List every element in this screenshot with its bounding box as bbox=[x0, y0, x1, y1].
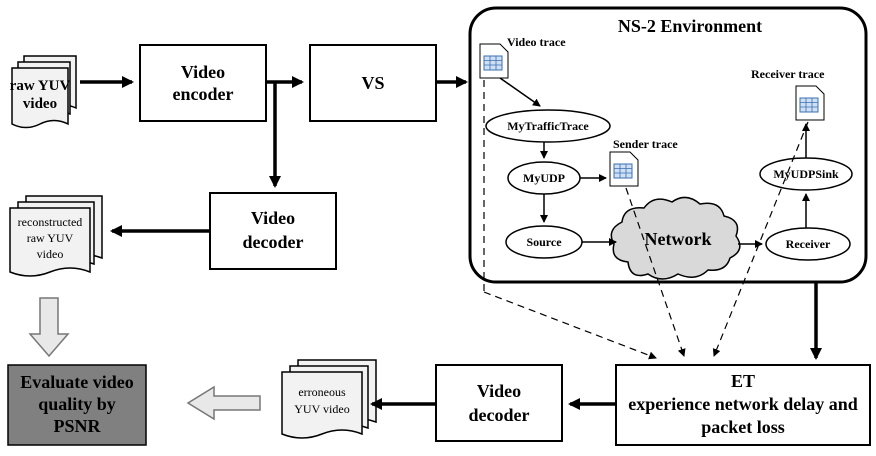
hollow-down-arrow bbox=[28, 297, 70, 358]
video-decoder-bottom-box bbox=[435, 364, 563, 442]
et-line-3: packet loss bbox=[701, 417, 785, 437]
video-trace-icon bbox=[479, 43, 509, 79]
erroneous-yuv-docs: erroneous YUV video bbox=[281, 359, 377, 439]
sender-trace-label: Sender trace bbox=[613, 137, 678, 151]
video-decoder-top-line-1: Video bbox=[251, 208, 295, 228]
ns2-environment-box bbox=[468, 6, 868, 284]
vs-label: VS bbox=[361, 73, 384, 93]
receiver-label: Receiver bbox=[786, 237, 831, 251]
raw-yuv-line-1: raw YUV bbox=[10, 78, 71, 94]
my-udp-sink-label: MyUDPSink bbox=[773, 167, 839, 181]
receiver-trace-label: Receiver trace bbox=[751, 67, 825, 81]
et-line-1: ET bbox=[731, 371, 755, 391]
video-encoder-box bbox=[139, 44, 267, 122]
reconstructed-yuv-docs: reconstructed raw YUV video bbox=[9, 195, 103, 277]
reconstructed-line-3: video bbox=[37, 247, 64, 261]
video-encoder-line-1: Video bbox=[181, 62, 225, 82]
video-decoder-top-box bbox=[209, 192, 337, 270]
et-line-2: experience network delay and bbox=[628, 394, 857, 414]
video-encoder-line-2: encoder bbox=[173, 84, 234, 104]
my-udp-label: MyUDP bbox=[523, 171, 565, 185]
my-traffic-trace-label: MyTrafficTrace bbox=[507, 119, 589, 133]
network-cloud-icon bbox=[610, 196, 741, 280]
reconstructed-line-1: reconstructed bbox=[18, 215, 83, 229]
dashed-connectors bbox=[483, 80, 809, 360]
reconstructed-line-2: raw YUV bbox=[27, 231, 74, 245]
receiver-node bbox=[765, 227, 851, 261]
hollow-left-arrow bbox=[186, 385, 261, 421]
evaluate-line-3: PSNR bbox=[53, 416, 101, 436]
my-traffic-trace-node bbox=[485, 109, 611, 143]
erroneous-line-1: erroneous bbox=[298, 385, 346, 399]
video-decoder-bottom-line-1: Video bbox=[477, 381, 521, 401]
sender-trace-icon bbox=[609, 151, 639, 187]
ns2-title: NS-2 Environment bbox=[618, 16, 762, 36]
et-box bbox=[615, 364, 871, 446]
raw-yuv-video-docs: raw YUV video bbox=[10, 55, 77, 129]
thick-connectors bbox=[80, 76, 822, 410]
network-label: Network bbox=[645, 229, 712, 249]
source-label: Source bbox=[526, 235, 562, 249]
raw-yuv-line-2: video bbox=[23, 96, 57, 112]
video-trace-label: Video trace bbox=[507, 35, 566, 49]
video-decoder-bottom-line-2: decoder bbox=[469, 405, 530, 425]
thin-connectors bbox=[499, 77, 810, 248]
erroneous-line-2: YUV video bbox=[294, 402, 349, 416]
receiver-trace-icon bbox=[795, 85, 825, 121]
evaluate-quality-box bbox=[7, 364, 147, 446]
evaluate-line-1: Evaluate video bbox=[20, 372, 134, 392]
evaluate-line-2: quality by bbox=[38, 394, 116, 414]
video-decoder-top-line-2: decoder bbox=[243, 232, 304, 252]
vs-box bbox=[309, 44, 437, 122]
